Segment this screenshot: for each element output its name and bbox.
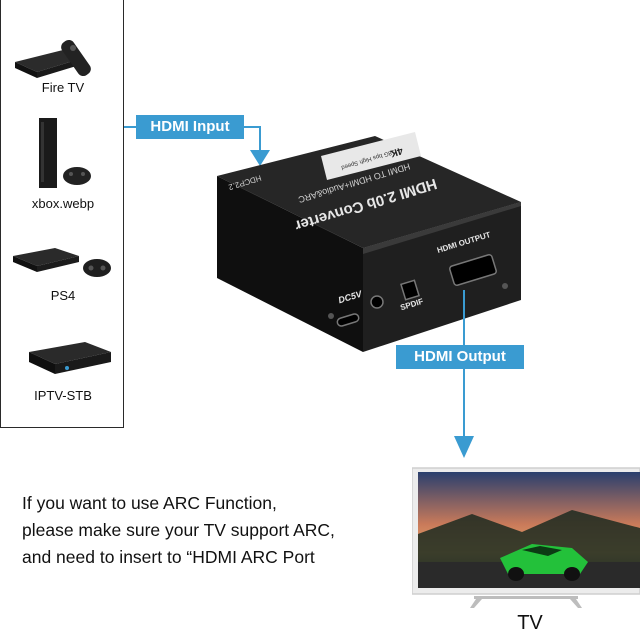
output-connector-line-down	[463, 369, 465, 439]
fire-tv-icon	[15, 39, 91, 78]
caption-line-2: please make sure your TV support ARC,	[22, 520, 335, 540]
hdmi-input-callout: HDMI Input	[136, 115, 244, 139]
set-top-box-icon	[29, 342, 111, 374]
tv-illustration	[412, 467, 640, 608]
input-arrow-icon	[250, 150, 270, 166]
input-connector-line-left	[124, 126, 136, 128]
output-connector-line-up	[463, 290, 465, 345]
source-label-fire-tv: Fire TV	[41, 80, 85, 95]
xbox-icon	[39, 118, 91, 188]
hdmi-output-callout: HDMI Output	[396, 345, 524, 369]
input-connector-line-down	[259, 126, 261, 156]
source-devices-panel: Fire TV xbox.webp PS4 IPTV-STB	[0, 0, 124, 428]
source-label-ps4: PS4	[50, 288, 76, 303]
tv-label: TV	[517, 612, 543, 634]
caption-line-1: If you want to use ARC Function,	[22, 493, 277, 513]
source-label-xbox: xbox.webp	[31, 196, 95, 211]
output-arrow-icon	[454, 436, 474, 458]
source-label-iptv: IPTV-STB	[34, 388, 92, 403]
input-connector-line-right	[244, 126, 260, 128]
hdmi-converter-device	[217, 132, 521, 352]
ps4-icon	[13, 248, 111, 277]
caption-line-3: and need to insert to “HDMI ARC Port	[22, 547, 315, 567]
arc-instruction-caption: If you want to use ARC Function, please …	[22, 490, 402, 571]
